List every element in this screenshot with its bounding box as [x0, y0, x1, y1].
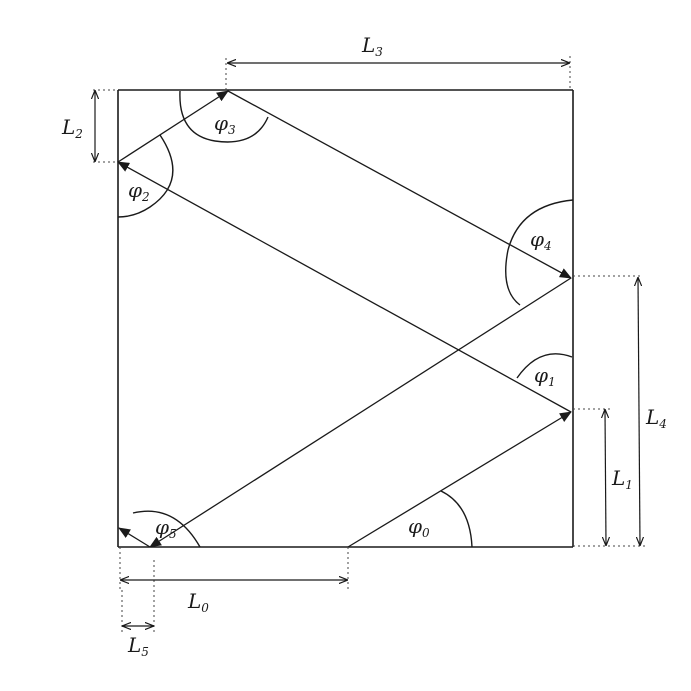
label-phi0: φ0 [408, 514, 430, 540]
ray-segment-0 [347, 411, 572, 548]
label-phi3: φ3 [214, 111, 236, 137]
label-L0: L0 [187, 589, 209, 615]
label-phi5: φ5 [155, 515, 177, 541]
angle-arc-phi3 [179, 90, 269, 143]
label-phi2: φ2 [128, 178, 150, 204]
label-phi4: φ4 [530, 227, 552, 253]
angle-arc-phi4 [505, 199, 574, 306]
label-phi1: φ1 [534, 363, 556, 389]
ray-segment-4 [149, 277, 572, 548]
angle-arc-phi0 [440, 490, 473, 548]
label-L4: L4 [645, 405, 667, 431]
label-L3: L3 [361, 33, 383, 59]
ray-segment-5 [118, 527, 151, 548]
angle-arc-phi5 [132, 510, 201, 548]
label-L2: L2 [61, 115, 83, 141]
ray-segment-1 [117, 161, 572, 413]
angle-arc-phi2 [117, 134, 174, 218]
label-L5: L5 [127, 633, 149, 659]
ray-segment-3 [227, 90, 572, 279]
angle-arc-phi1 [516, 353, 573, 379]
label-L1: L1 [611, 466, 633, 492]
ray-segment-2 [117, 90, 229, 163]
dim-L4 [638, 278, 640, 545]
dim-L1 [605, 410, 606, 545]
